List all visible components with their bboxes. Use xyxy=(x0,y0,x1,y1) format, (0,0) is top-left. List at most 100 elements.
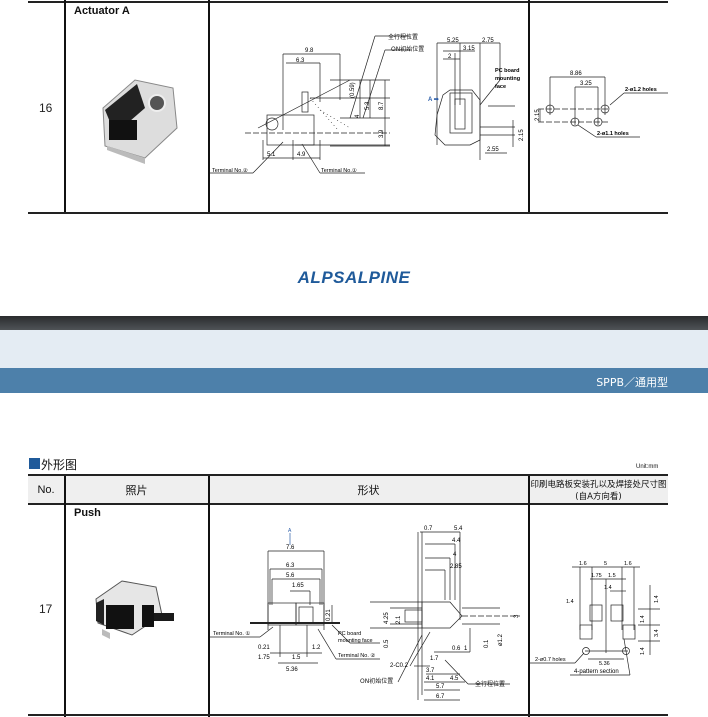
dim-4-5: 4.5 xyxy=(450,676,459,682)
dim-2: 2 xyxy=(448,54,452,60)
table-top-border xyxy=(28,1,668,3)
dim-6-7: 6.7 xyxy=(436,694,445,700)
drawing-actuator-front: 5.25 2.75 3.15 2 PC board mounting face … xyxy=(434,38,525,160)
pcb-face-label-1: PC board xyxy=(495,68,519,74)
dim-1-5: 1.5 xyxy=(292,655,301,661)
dim-1-65: 1.65 xyxy=(292,583,304,589)
dim-8-7: 8.7 xyxy=(379,101,385,110)
dim-1-6-left: 1.6 xyxy=(579,561,587,567)
col-divider xyxy=(64,476,66,717)
view-a-label: A xyxy=(288,528,292,534)
dim-5: 5 xyxy=(604,561,607,567)
dim-2-55: 2.55 xyxy=(487,147,499,153)
header-pcb: 印刷电路板安装孔以及焊接处尺寸图 (自A方向看) xyxy=(529,476,668,503)
dim-5-7: 5.7 xyxy=(436,684,445,690)
product-photo xyxy=(102,79,178,164)
terminal-1-label: Terminal No.① xyxy=(321,167,357,174)
view-a-arrow: A ➡ xyxy=(428,97,439,103)
breadcrumb-bar: SPPB／通用型 xyxy=(0,368,708,393)
dim-4-9: 4.9 xyxy=(297,152,306,158)
holes-1-2: 2-ø1.2 holes xyxy=(625,87,657,93)
dim-2-15: 2.15 xyxy=(535,109,541,121)
row-number: 17 xyxy=(39,602,53,616)
drawing-actuator-side: 9.8 6.3 5.1 4.9 Terminal No.② Terminal N… xyxy=(210,48,390,174)
header-pcb-title: 印刷电路板安装孔以及焊接处尺寸图 xyxy=(530,479,667,490)
drawing-actuator-dims: (0.59) 4 5.3 8.7 3.9 xyxy=(330,35,410,147)
dim-3-25: 3.25 xyxy=(580,81,592,87)
dim-1-75: 1.75 xyxy=(258,655,270,661)
dim-1-7: 1.7 xyxy=(430,656,439,662)
dim-1-75: 1.75 xyxy=(591,573,602,579)
dim-0-21-v: 0.21 xyxy=(326,609,332,621)
col-divider xyxy=(208,476,210,717)
dim-4-4: 4.4 xyxy=(452,538,461,544)
header-shape: 形状 xyxy=(209,476,528,503)
dim-1-4-r2: 1.4 xyxy=(640,615,646,623)
chamfer-label: 2-C0.2 xyxy=(390,663,409,669)
pcb-face-label-2: mounting xyxy=(495,76,520,82)
dim-3-4: 3.4 xyxy=(654,629,660,637)
dim-5-25: 5.25 xyxy=(447,38,459,44)
dim-0-1: 0.1 xyxy=(484,639,490,648)
dim-1-2: 1.2 xyxy=(312,645,321,651)
dim-4: 4 xyxy=(355,114,361,118)
header-pcb-sub: (自A方向看) xyxy=(575,491,622,502)
dim-9-8: 9.8 xyxy=(305,48,314,54)
pcb-face-label-3: face xyxy=(495,84,506,90)
header-bottom-border xyxy=(28,503,668,505)
header-dark-bar xyxy=(0,316,708,330)
dim-1-4-top: 1.4 xyxy=(604,585,612,591)
dim-0-5: 0.5 xyxy=(384,639,390,648)
table-row-border xyxy=(28,212,668,214)
dim-3-9: 3.9 xyxy=(379,129,385,138)
dim-059: (0.59) xyxy=(350,82,356,98)
dim-5-1: 5.1 xyxy=(267,152,276,158)
pattern-label: 4-pattern section xyxy=(574,669,619,675)
header-no: No. xyxy=(28,476,64,503)
dim-2-1: 2.1 xyxy=(396,615,402,624)
pcb-face-label-2: mounting face xyxy=(338,638,373,644)
dim-2-15: 2.15 xyxy=(519,129,525,141)
dim-7-6: 7.6 xyxy=(286,545,295,551)
dim-4-1: 4.1 xyxy=(426,676,435,682)
dim-6-3: 6.3 xyxy=(286,563,295,569)
drawing-push-side: 0.7 5.4 4.4 4 2.85 4.25 2.1 0.5 0.6 1 0.… xyxy=(370,526,520,701)
table-row-border xyxy=(28,714,668,716)
dim-8-86: 8.86 xyxy=(570,71,582,77)
dim-0-7: 0.7 xyxy=(424,526,433,532)
dim-2-75: 2.75 xyxy=(482,38,494,44)
breadcrumb: SPPB／通用型 xyxy=(596,376,668,389)
dim-5-3: 5.3 xyxy=(365,101,371,110)
dim-0-21: 0.21 xyxy=(258,645,270,651)
drawing-push-front: A 7.6 6.3 5.6 1.65 0.21 Terminal No. ① P… xyxy=(210,528,380,673)
holes-1-1: 2-ø1.1 holes xyxy=(597,131,629,137)
dim-4-25: 4.25 xyxy=(384,612,390,624)
on-position-label: ON初始位置 xyxy=(391,46,425,53)
product-name: Actuator A xyxy=(74,5,130,17)
terminal-2-label: Terminal No.② xyxy=(212,167,248,174)
header-light-bar xyxy=(0,330,708,368)
product-name: Push xyxy=(74,507,101,519)
dim-1-4-r1: 1.4 xyxy=(654,595,660,603)
col-divider xyxy=(528,0,530,213)
col-divider xyxy=(64,0,66,213)
unit-label: Unit:mm xyxy=(636,464,659,470)
dim-1-6-right: 1.6 xyxy=(624,561,632,567)
row-number: 16 xyxy=(39,101,53,115)
pcb-face-label-1: PC board xyxy=(338,631,361,637)
col-divider xyxy=(528,476,530,717)
dim-1-4-r3: 1.4 xyxy=(640,647,646,655)
product-photo xyxy=(95,580,174,639)
dim-1-4-left: 1.4 xyxy=(566,599,574,605)
pcb-layout-17: 1.6 5 1.6 1.75 1.5 1.4 1.4 1.4 1.4 3.4 1… xyxy=(530,561,660,676)
dim-1: 1 xyxy=(464,646,468,652)
on-position-label: ON初始位置 xyxy=(360,678,394,685)
dim-3: 3 xyxy=(514,614,520,618)
header-photo: 照片 xyxy=(65,476,208,503)
col-divider xyxy=(208,0,210,213)
dim-5-6: 5.6 xyxy=(286,573,295,579)
dim-4: 4 xyxy=(453,552,457,558)
dim-phi-1-2: ø1.2 xyxy=(498,633,504,646)
dim-6-3: 6.3 xyxy=(296,58,305,64)
dim-3-15: 3.15 xyxy=(463,46,475,52)
